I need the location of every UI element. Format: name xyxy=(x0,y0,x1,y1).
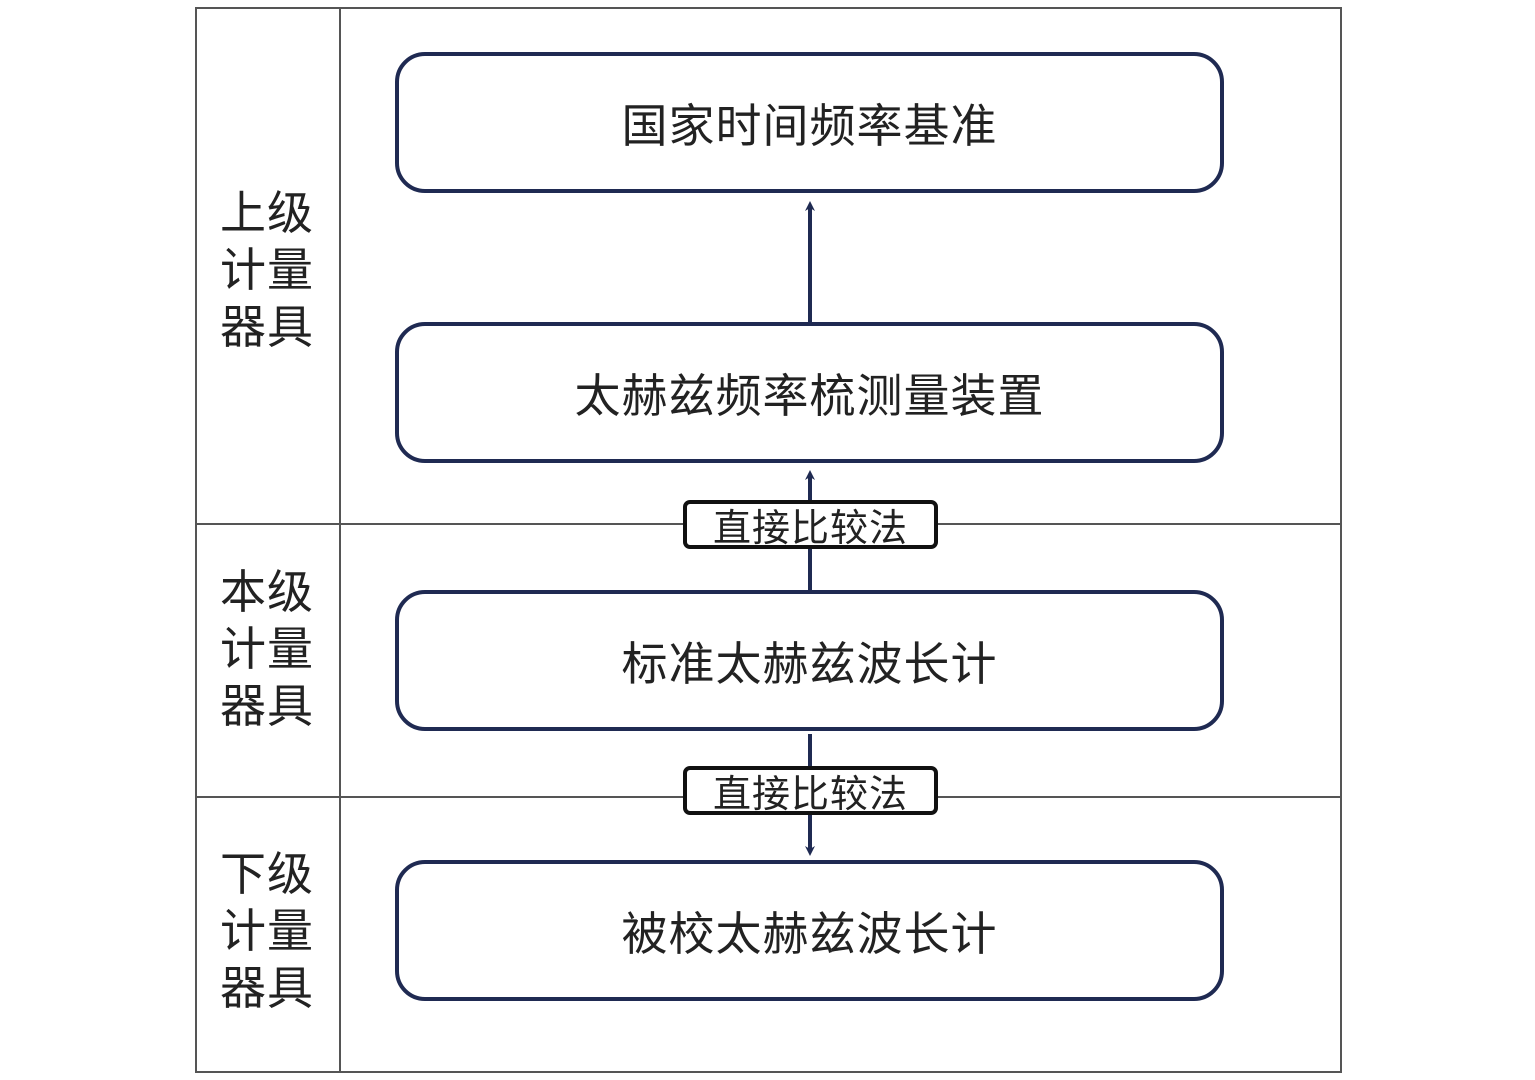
row-label-current-line-2: 计量 xyxy=(220,622,314,676)
row-label-current: 本级 计量 器具 xyxy=(196,564,338,735)
row-label-upper-line-3: 器具 xyxy=(220,300,314,354)
row-label-upper-line-2: 计量 xyxy=(220,243,314,297)
node-calibrated-thz-wavemeter: 被校太赫兹波长计 xyxy=(395,860,1224,1001)
node-national-time-frequency-standard: 国家时间频率基准 xyxy=(395,52,1224,193)
row-label-current-line-3: 器具 xyxy=(220,679,314,733)
row-label-lower-line-1: 下级 xyxy=(220,847,314,901)
row-label-current-line-1: 本级 xyxy=(220,565,314,619)
label-column-divider xyxy=(339,7,341,1073)
frame-right-border xyxy=(1340,7,1342,1073)
row-label-lower-line-3: 器具 xyxy=(220,961,314,1015)
node-standard-thz-wavemeter: 标准太赫兹波长计 xyxy=(395,590,1224,731)
method-tag-upper-direct-comparison: 直接比较法 xyxy=(683,500,938,550)
method-tag-lower-direct-comparison: 直接比较法 xyxy=(683,766,938,816)
frame-left-border xyxy=(195,7,197,1073)
row-label-upper-line-1: 上级 xyxy=(220,186,314,240)
frame-top-border xyxy=(196,7,1342,9)
row-label-lower-line-2: 计量 xyxy=(220,904,314,958)
row-label-lower: 下级 计量 器具 xyxy=(196,846,338,1017)
frame-bottom-border xyxy=(196,1071,1342,1073)
row-label-upper: 上级 计量 器具 xyxy=(196,185,338,356)
node-thz-frequency-comb-device: 太赫兹频率梳测量装置 xyxy=(395,322,1224,463)
